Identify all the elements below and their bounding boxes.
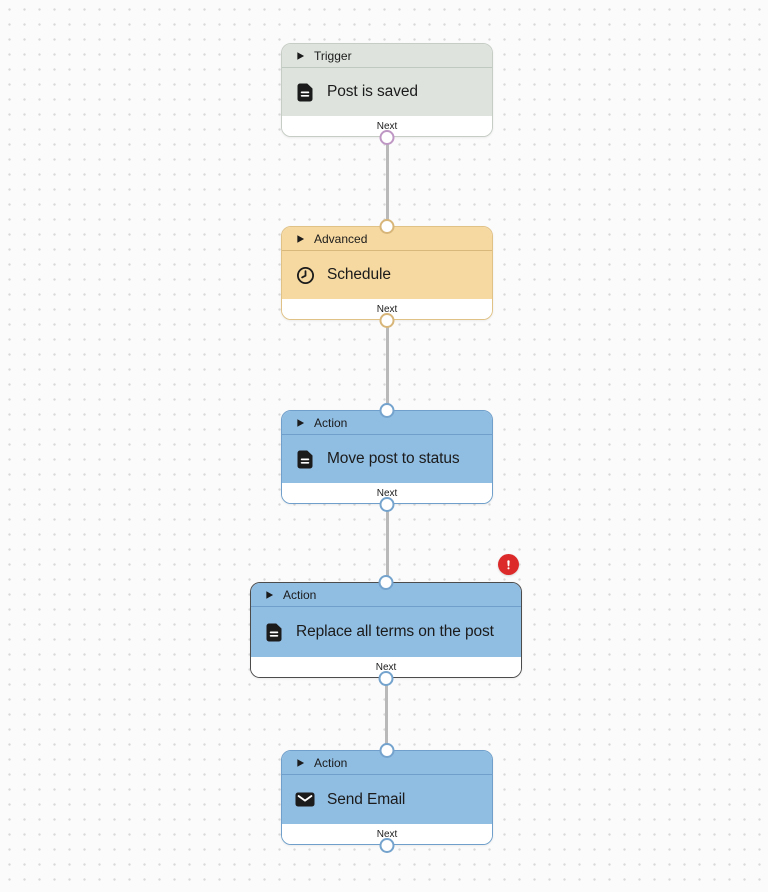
node-category-label: Action — [314, 415, 348, 430]
connector-line — [385, 501, 389, 585]
node-title: Post is saved — [327, 83, 418, 100]
node-category-label: Trigger — [314, 48, 352, 63]
node-footer: Next — [251, 657, 521, 677]
node-title: Replace all terms on the post — [296, 623, 494, 640]
play-icon — [296, 234, 305, 244]
workflow-node[interactable]: Trigger Post is saved Next — [281, 43, 493, 145]
node-body[interactable]: Send Email — [282, 775, 492, 824]
connector-line — [384, 675, 388, 753]
input-port[interactable] — [378, 574, 394, 590]
node-header[interactable]: Trigger — [282, 44, 492, 68]
clock-icon — [295, 266, 315, 285]
document-icon — [295, 83, 315, 102]
node-category-label: Advanced — [314, 231, 368, 246]
node-body[interactable]: Schedule — [282, 251, 492, 299]
node-body[interactable]: Post is saved — [282, 68, 492, 116]
play-icon — [296, 418, 305, 428]
output-port[interactable] — [379, 496, 395, 512]
node-body[interactable]: Replace all terms on the post — [251, 607, 521, 657]
output-port[interactable] — [378, 670, 394, 686]
next-label: Next — [376, 303, 398, 315]
node-title: Send Email — [327, 790, 406, 808]
connector-line — [385, 134, 389, 229]
node-category-label: Action — [283, 587, 317, 602]
node-footer: Next — [282, 116, 492, 136]
node-footer: Next — [282, 824, 492, 844]
next-label: Next — [376, 120, 398, 132]
next-label: Next — [375, 661, 397, 673]
play-icon — [296, 51, 305, 61]
workflow-node[interactable]: Advanced Schedule Next — [281, 218, 493, 328]
output-port[interactable] — [379, 837, 395, 853]
node-title: Move post to status — [327, 450, 460, 467]
output-port[interactable] — [379, 312, 395, 328]
input-port[interactable] — [379, 218, 395, 234]
workflow-node[interactable]: Action Move post to status Next — [281, 402, 493, 512]
connector-line — [385, 317, 389, 413]
node-footer: Next — [282, 483, 492, 503]
document-icon — [264, 623, 284, 642]
node-title: Schedule — [327, 266, 391, 283]
node-footer: Next — [282, 299, 492, 319]
play-icon — [265, 590, 274, 600]
input-port[interactable] — [379, 742, 395, 758]
node-body[interactable]: Move post to status — [282, 435, 492, 483]
envelope-icon — [295, 792, 315, 807]
next-label: Next — [376, 487, 398, 499]
error-badge[interactable] — [498, 554, 519, 575]
node-category-label: Action — [314, 755, 348, 770]
next-label: Next — [376, 828, 398, 840]
output-port[interactable] — [379, 129, 395, 145]
workflow-node[interactable]: Action Replace all terms on the post Nex… — [250, 554, 522, 686]
exclamation-icon — [502, 558, 515, 571]
workflow-node[interactable]: Action Send Email Next — [281, 742, 493, 853]
input-port[interactable] — [379, 402, 395, 418]
play-icon — [296, 758, 305, 768]
document-icon — [295, 450, 315, 469]
